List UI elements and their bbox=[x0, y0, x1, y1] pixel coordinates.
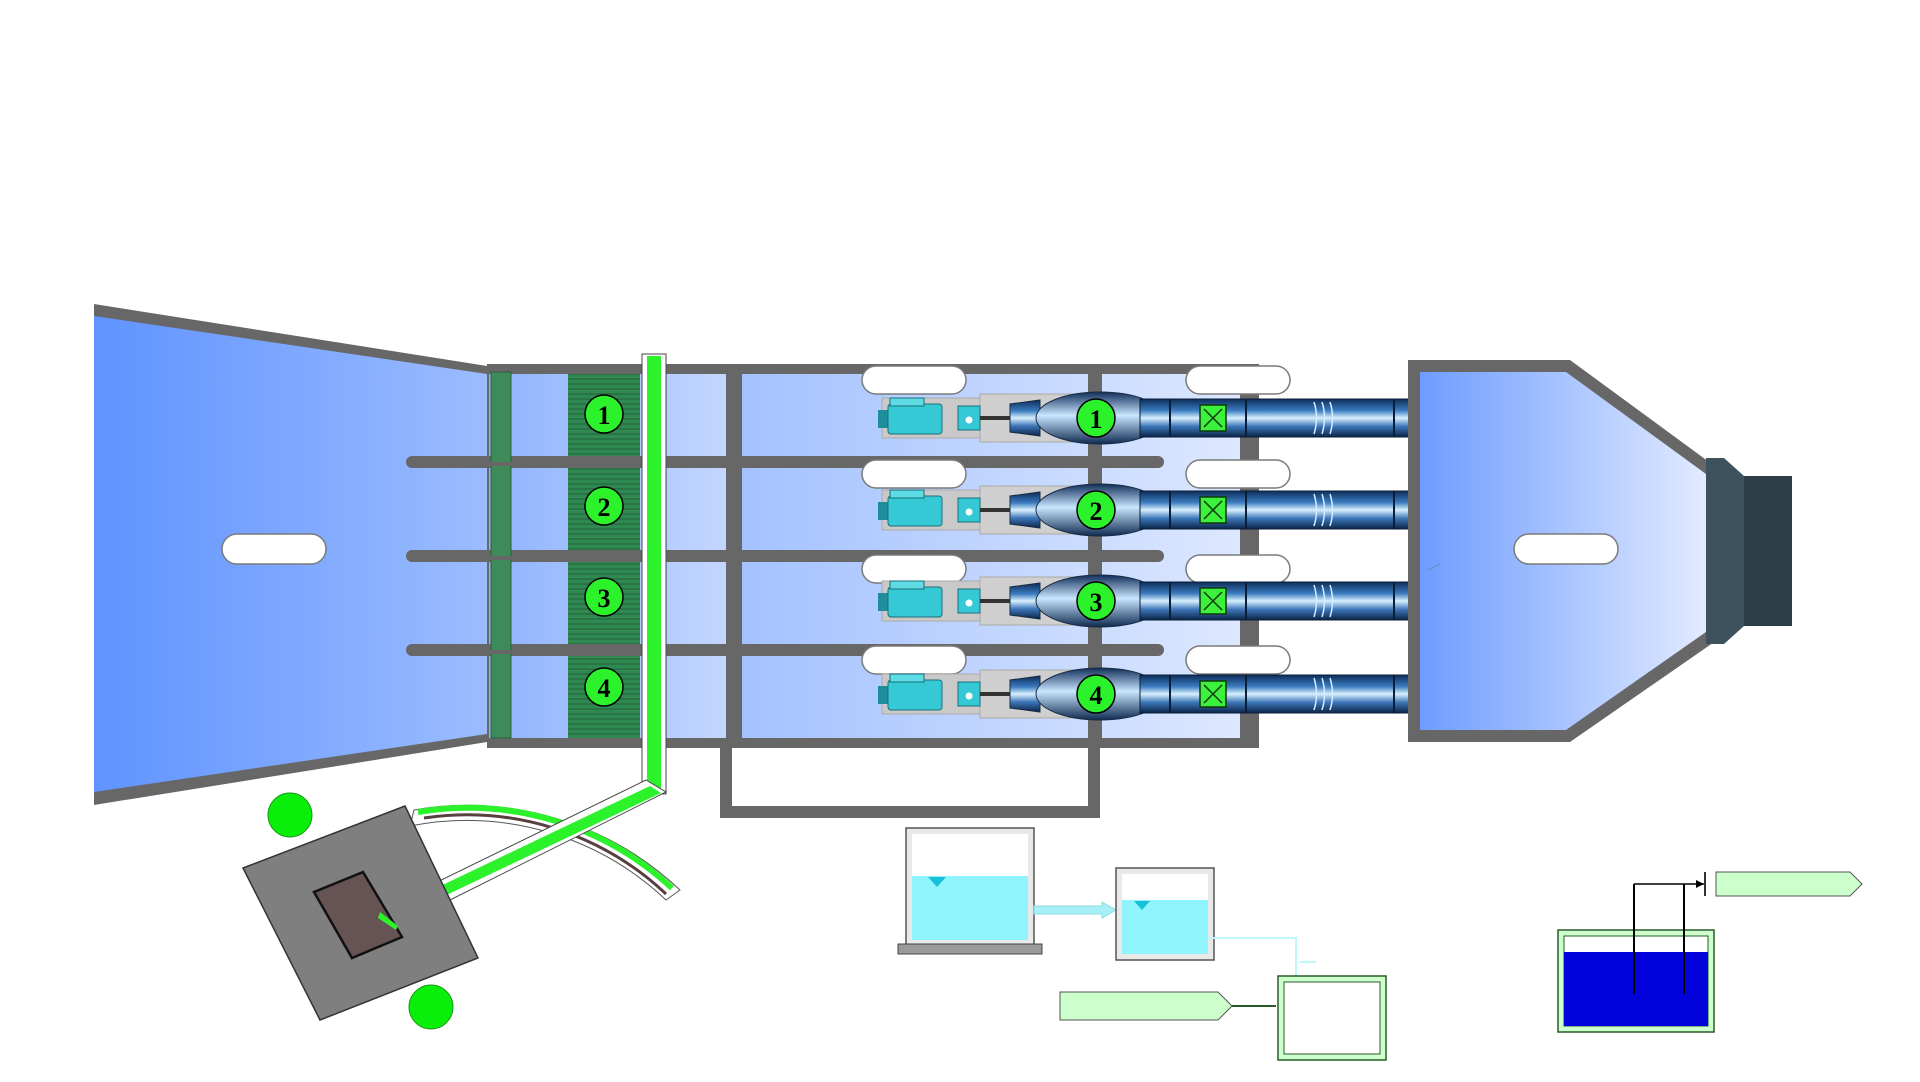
water-tank-3[interactable] bbox=[1557, 883, 1715, 1033]
flow-arrow bbox=[1033, 901, 1118, 919]
trash-conveyor bbox=[379, 353, 681, 927]
unit-3-display-a bbox=[861, 554, 967, 584]
status-displays bbox=[861, 365, 1291, 675]
pump-number: 3 bbox=[1090, 588, 1103, 617]
unit-1-display-b bbox=[1185, 365, 1291, 395]
inlet-level-display bbox=[221, 533, 327, 565]
valve-icon bbox=[1199, 404, 1227, 432]
tag-right[interactable] bbox=[1696, 871, 1863, 897]
bay-divider bbox=[406, 456, 1164, 468]
motor-icon bbox=[878, 489, 943, 527]
inlet-channel bbox=[94, 304, 487, 805]
gate-indicator-2[interactable]: 2 bbox=[584, 486, 624, 526]
water-level-triangle-icon bbox=[928, 877, 946, 887]
unit-3-display-b bbox=[1185, 554, 1291, 584]
gate-number: 3 bbox=[598, 584, 611, 613]
outlet-level-display bbox=[1513, 533, 1619, 565]
control-box[interactable] bbox=[1277, 975, 1387, 1061]
gate-indicator-1[interactable]: 1 bbox=[584, 394, 624, 434]
pump-number: 4 bbox=[1090, 681, 1103, 710]
gate-number: 1 bbox=[598, 401, 611, 430]
gate-number: 2 bbox=[598, 493, 611, 522]
water-level-triangle-icon bbox=[1134, 901, 1150, 910]
outlet-gate[interactable] bbox=[1706, 458, 1792, 644]
unit-2-display-a bbox=[861, 459, 967, 489]
compactor-status-light-top[interactable] bbox=[267, 792, 313, 838]
unit-4-display-b bbox=[1185, 645, 1291, 675]
intake-gates bbox=[487, 371, 515, 739]
gate-indicator-4[interactable]: 4 bbox=[584, 667, 624, 707]
trash-compactor[interactable] bbox=[241, 805, 480, 1021]
valve-icon bbox=[1199, 680, 1227, 708]
motor-icon bbox=[878, 580, 943, 618]
gate-number: 4 bbox=[598, 674, 611, 703]
pump-unit-3[interactable]: 3 bbox=[878, 574, 1513, 628]
unit-2-display-b bbox=[1185, 459, 1291, 489]
motor-icon bbox=[878, 397, 943, 435]
water-tank-1[interactable] bbox=[897, 827, 1043, 955]
motor-icon bbox=[878, 673, 943, 711]
compactor-status-light-bottom[interactable] bbox=[408, 984, 454, 1030]
unit-1-display-a bbox=[861, 365, 967, 395]
bay-divider bbox=[406, 644, 1164, 656]
water-tank-2[interactable] bbox=[1115, 867, 1215, 961]
tag-left[interactable] bbox=[1059, 991, 1233, 1021]
pump-number: 1 bbox=[1090, 405, 1103, 434]
bay-divider bbox=[406, 550, 1164, 562]
gate-indicator-3[interactable]: 3 bbox=[584, 577, 624, 617]
unit-4-display-a bbox=[861, 645, 967, 675]
valve-icon bbox=[1199, 587, 1227, 615]
valve-icon bbox=[1199, 496, 1227, 524]
pump-number: 2 bbox=[1090, 497, 1103, 526]
outlet-basin bbox=[1408, 360, 1720, 742]
